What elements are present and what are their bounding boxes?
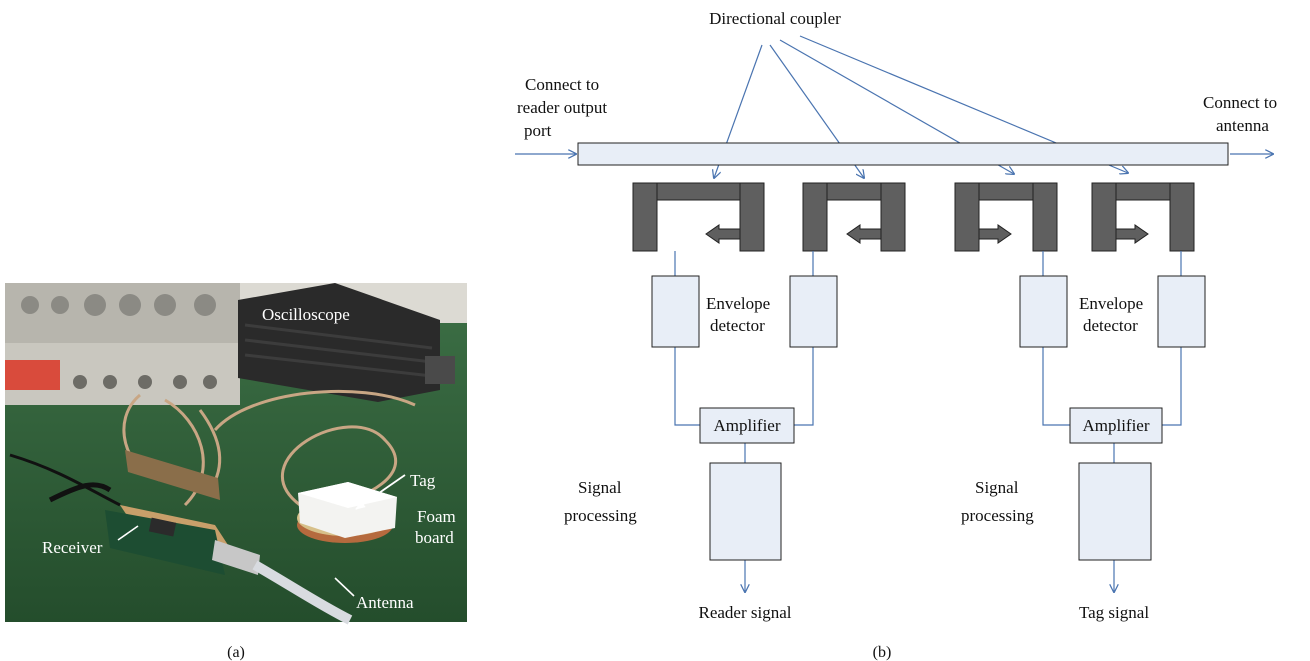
signal-processing-box-right [1078,462,1152,561]
probe [48,482,112,503]
envelope-detector-box-3 [1019,275,1068,348]
tag-label: Tag [410,471,436,490]
block-diagram: Directional coupler Connect to reader ou… [515,9,1277,622]
signal-processing-left-line2: processing [564,506,637,525]
coupler-1 [632,182,765,252]
oscilloscope-box [238,283,455,402]
caption-a: (a) [227,644,245,661]
connect-reader-line2: reader output [517,98,607,117]
connect-reader-line3: port [524,121,552,140]
caption-b: (b) [873,644,892,661]
directional-coupler-label: Directional coupler [709,9,841,28]
signal-processing-left-line1: Signal [578,478,622,497]
photo-panel: Oscilloscope Tag Foam board Receiver Ant… [5,283,467,625]
antenna-pointer [334,577,355,597]
receiver-label: Receiver [42,538,103,557]
amplifier-right-label: Amplifier [1082,416,1149,435]
envelope-detector-box-2 [789,275,838,348]
reader-signal-label: Reader signal [699,603,792,622]
envelope-detector-right-line1: Envelope [1079,294,1143,313]
envelope-detector-left-line1: Envelope [706,294,770,313]
oscilloscope-unit [5,283,240,405]
right-wires [1042,251,1182,592]
coupler-4 [1091,182,1195,252]
coupler-3-arrow-icon [978,224,1012,244]
foam-board-label-line2: board [415,528,454,547]
tag-signal-label: Tag signal [1079,603,1149,622]
receiver-board [105,505,260,575]
transmission-line [577,142,1229,166]
amplifier-box-left [699,407,795,444]
left-wires [674,251,814,592]
breadboard [125,450,220,500]
envelope-detector-box-1 [651,275,700,348]
receiver-pointer [117,525,139,541]
tag-pointer [355,474,406,510]
amplifier-box-right [1069,407,1163,444]
envelope-detector-box-4 [1157,275,1206,348]
probe-cable [9,453,121,507]
envelope-detector-left-line2: detector [710,316,765,335]
envelope-detector-right-line2: detector [1083,316,1138,335]
oscilloscope-label: Oscilloscope [262,305,350,324]
usb-cable [252,560,353,625]
signal-processing-right-line2: processing [961,506,1034,525]
coupler-4-arrow-icon [1115,224,1149,244]
connect-reader-line1: Connect to [525,75,599,94]
coupler-3 [954,182,1058,252]
connect-antenna-line2: antenna [1216,116,1269,135]
antenna-label: Antenna [356,593,414,612]
signal-processing-right-line1: Signal [975,478,1019,497]
coupler-2 [802,182,906,252]
coupler-1-arrow-icon [705,224,741,244]
foam-board-label-line1: Foam [417,507,456,526]
amplifier-left-label: Amplifier [713,416,780,435]
connect-antenna-line1: Connect to [1203,93,1277,112]
coupler-2-arrow-icon [846,224,882,244]
signal-processing-box-left [709,462,782,561]
